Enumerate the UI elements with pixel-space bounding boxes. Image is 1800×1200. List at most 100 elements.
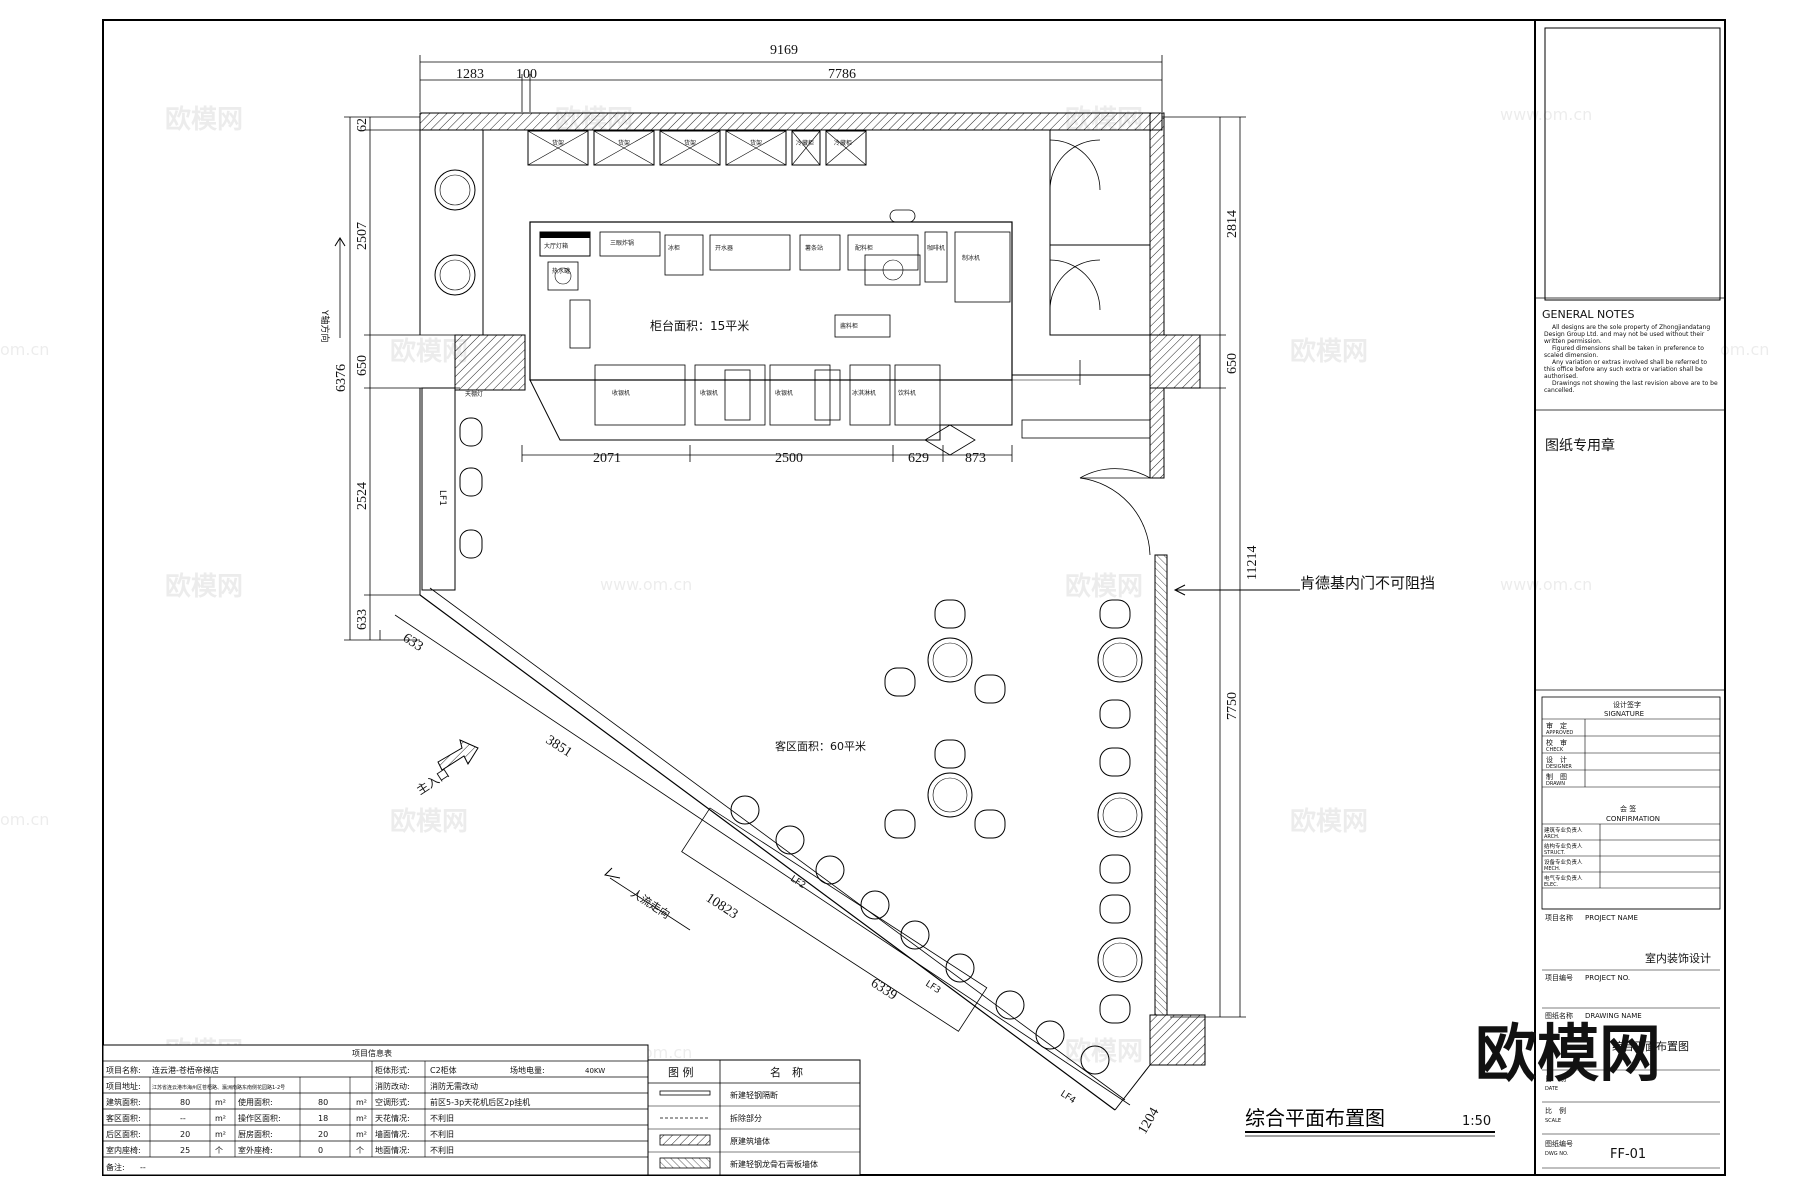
svg-text:制 图: 制 图 [1546,772,1567,781]
svg-text:DATE: DATE [1545,1086,1558,1092]
door-note: 肯德基内门不可阻挡 [1173,574,1435,596]
svg-text:SCALE: SCALE [1545,1118,1561,1124]
logo-box [1544,27,1721,301]
dim-text: 7786 [828,67,856,82]
dim-text: 2814 [1225,210,1240,238]
svg-text:后区面积:: 后区面积: [106,1129,141,1139]
dim-text: 2524 [355,482,370,510]
svg-text:m²: m² [215,1098,226,1107]
svg-text:项目地址:: 项目地址: [106,1081,141,1091]
dim-text: 650 [355,355,370,376]
left-bench: LF1 天棚灯 Y轴方向 [319,169,483,591]
legend-item: 原建筑墙体 [730,1136,770,1146]
legend-item: 拆除部分 [730,1113,762,1123]
general-notes-title: GENERAL NOTES [1542,308,1635,321]
svg-text:80: 80 [180,1098,190,1107]
main-entrance-label: 主入口 [414,766,452,797]
watermark: om.cn [1720,340,1769,359]
svg-text:个: 个 [356,1146,364,1155]
svg-text:货架: 货架 [618,139,630,147]
dim-text: 9169 [770,43,798,58]
dim-text: 6376 [334,364,349,392]
svg-text:项目名称:: 项目名称: [106,1065,141,1075]
kitchen-counter: 柜台面积：15平米 大厅灯箱 热水罐 三眼炸锅 冰柜 开水器 薯条站 配料柜 收… [529,209,1013,441]
svg-text:配料柜: 配料柜 [855,244,873,252]
svg-text:CHECK: CHECK [1546,747,1564,753]
dim-text: 2071 [593,451,621,466]
svg-text:厨房面积:: 厨房面积: [238,1129,273,1139]
watermark: 欧模网 [1290,336,1368,367]
svg-text:日 期: 日 期 [1545,1075,1566,1083]
chair [459,417,483,447]
guest-area-label: 客区面积：60平米 [775,739,866,753]
svg-text:收银机: 收银机 [700,389,718,397]
svg-text:0: 0 [318,1146,323,1155]
svg-text:比 例: 比 例 [1545,1106,1566,1115]
lf-label: LF1 [437,490,447,506]
svg-text:热水罐: 热水罐 [552,267,570,275]
legend-swatch [659,1157,711,1169]
svg-text:APPROVED: APPROVED [1546,730,1573,736]
svg-text:消防改动:: 消防改动: [375,1081,410,1091]
svg-text:冰柜: 冰柜 [668,244,680,252]
svg-text:m²: m² [215,1114,226,1123]
svg-text:设 计: 设 计 [1546,755,1567,764]
watermark-logo: 欧模网 [1475,1017,1661,1090]
lf-label: LF4 [1058,1089,1077,1106]
dim-text: 873 [965,451,986,466]
kfc-door-note: 肯德基内门不可阻挡 [1300,574,1435,592]
project-name-value: 室内装饰设计 [1645,951,1711,965]
dim-text: 1283 [456,67,484,82]
lf-label: LF2 [788,874,807,891]
svg-text:80: 80 [318,1098,328,1107]
back-rooms [924,129,1151,556]
svg-text:薯条站: 薯条站 [805,244,823,252]
chair [459,467,483,497]
svg-text:cancelled.: cancelled. [1544,387,1575,394]
svg-text:m²: m² [356,1114,367,1123]
sheet-border [102,19,1726,1176]
svg-text:柜体形式:: 柜体形式: [375,1065,410,1075]
svg-text:冷藏柜: 冷藏柜 [834,139,852,147]
dim-text: 11214 [1245,546,1260,580]
watermark: om.cn [0,340,49,359]
legend-item: 新建轻钢龙骨石膏板墙体 [730,1159,818,1169]
svg-text:建筑专业负责人: 建筑专业负责人 [1544,826,1583,834]
svg-text:scaled dimension.: scaled dimension. [1544,352,1598,359]
walls [419,112,1206,1111]
svg-text:建筑面积:: 建筑面积: [106,1097,141,1107]
y-axis-label: Y轴方向 [319,309,331,343]
svg-text:Figured dimensions shall be ta: Figured dimensions shall be taken in pre… [1552,345,1704,352]
stamp-label: 图纸专用章 [1545,437,1615,454]
svg-text:使用面积:: 使用面积: [238,1097,273,1107]
svg-text:SIGNATURE: SIGNATURE [1604,710,1644,718]
svg-text:操作区面积:: 操作区面积: [238,1113,281,1123]
svg-text:江苏省连云港市海州区苍梧路、瀛洲南路东南侧花园路1-2号: 江苏省连云港市海州区苍梧路、瀛洲南路东南侧花园路1-2号 [152,1084,285,1091]
svg-text:Design Group Ltd. and may not: Design Group Ltd. and may not be used wi… [1544,331,1705,338]
svg-text:货架: 货架 [552,139,564,147]
svg-text:室内座椅:: 室内座椅: [106,1145,141,1155]
legend: 图 例 名 称 新建轻钢隔断 拆除部分 原建筑墙体 新建轻钢龙骨石膏板墙体 [647,1059,861,1176]
dim-text: 2500 [775,451,803,466]
svg-text:图纸名称: 图纸名称 [1545,1011,1573,1020]
svg-text:PROJECT NO.: PROJECT NO. [1585,974,1630,982]
svg-text:STRUCT.: STRUCT. [1544,850,1565,856]
svg-text:authorised.: authorised. [1544,373,1578,380]
drawing-number: FF-01 [1610,1147,1646,1162]
svg-text:设备专业负责人: 设备专业负责人 [1544,858,1583,866]
svg-text:DESIGNER: DESIGNER [1546,764,1572,770]
svg-text:前区5-3p天花机后区2p挂机: 前区5-3p天花机后区2p挂机 [430,1097,530,1107]
svg-text:20: 20 [318,1130,328,1139]
watermark: www.om.cn [1500,105,1592,124]
title-block: GENERAL NOTES All designs are the sole p… [1535,27,1725,1169]
svg-text:制冰机: 制冰机 [962,254,980,262]
svg-text:--: -- [140,1163,146,1172]
svg-text:货架: 货架 [750,139,762,147]
svg-text:25: 25 [180,1146,190,1155]
svg-text:DRAWN: DRAWN [1546,781,1565,787]
svg-text:不利旧: 不利旧 [430,1113,454,1123]
svg-text:货架: 货架 [684,139,696,147]
watermark: www.om.cn [1500,575,1592,594]
chair [459,529,483,559]
storage-shelves: 货架 货架 货架 货架 冷藏柜 冷藏柜 [527,130,867,166]
